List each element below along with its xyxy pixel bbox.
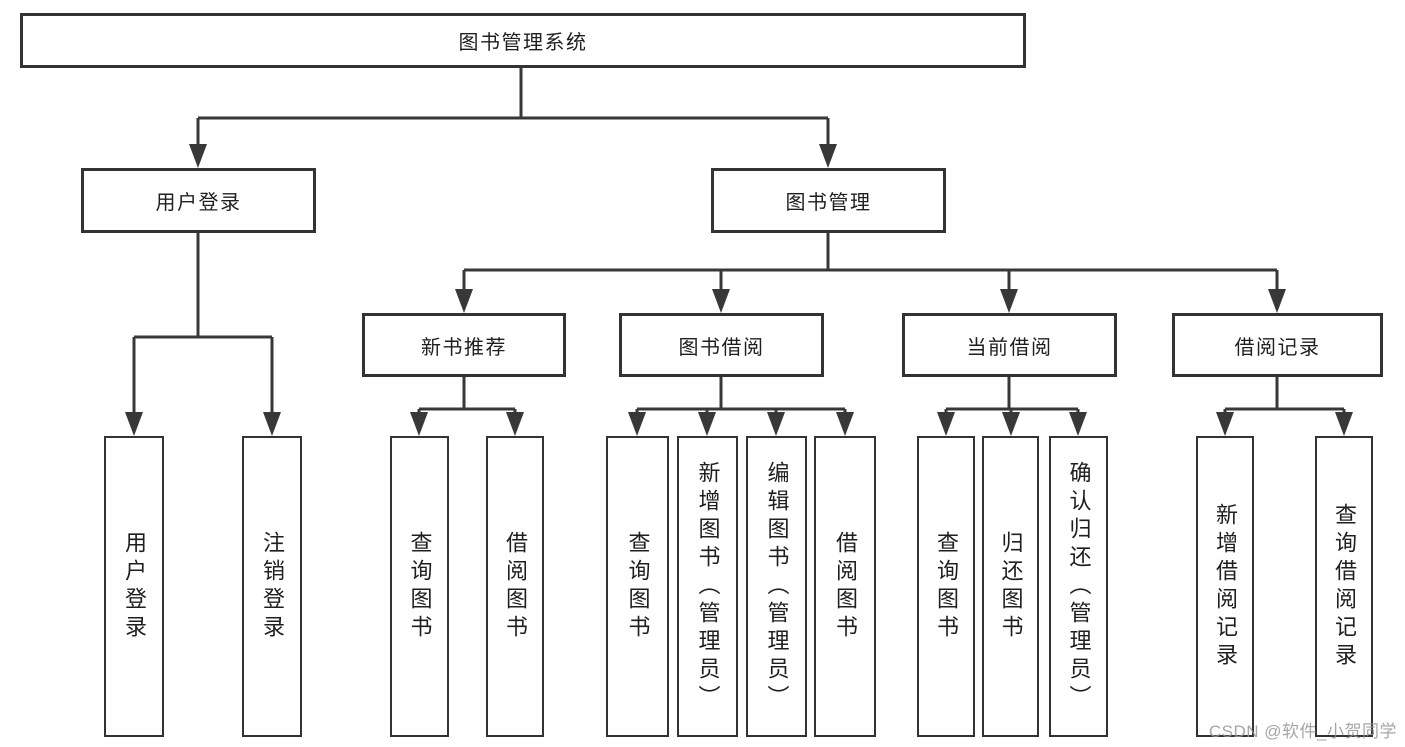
node-book-management-label: 图书管理 [785, 192, 872, 214]
node-leaf-edit-books-admin: 编辑图书（管理员） [746, 436, 807, 737]
node-borrowing-records: 借阅记录 [1172, 313, 1383, 377]
node-root-system: 图书管理系统 [20, 13, 1026, 68]
arrowheads-new-book-rec-children [410, 412, 524, 436]
connector-book-borrow-children [635, 377, 847, 420]
node-leaf-add-books-admin-label: 新增图书（管理员） [695, 460, 721, 713]
arrowheads-level2 [189, 144, 837, 168]
node-book-management: 图书管理 [711, 168, 946, 233]
node-leaf-edit-books-admin-label: 编辑图书（管理员） [764, 460, 790, 713]
node-current-borrowing: 当前借阅 [902, 313, 1117, 377]
node-leaf-query-books-current: 查询图书 [917, 436, 975, 737]
node-book-borrowing-label: 图书借阅 [678, 336, 765, 359]
node-leaf-logout: 注销登录 [242, 436, 302, 737]
connector-user-login-children [132, 233, 274, 420]
node-borrowing-records-label: 借阅记录 [1234, 336, 1321, 359]
node-leaf-borrow-books-rec: 借阅图书 [486, 436, 544, 737]
node-leaf-return-books: 归还图书 [982, 436, 1039, 737]
node-leaf-query-books-borrow-label: 查询图书 [625, 530, 651, 643]
node-user-login-group: 用户登录 [81, 168, 316, 233]
node-new-book-recommend-label: 新书推荐 [421, 336, 507, 359]
node-leaf-add-borrow-record: 新增借阅记录 [1196, 436, 1254, 737]
node-leaf-query-books-borrow: 查询图书 [606, 436, 669, 737]
node-leaf-borrow-books-label: 借阅图书 [833, 530, 858, 643]
node-leaf-borrow-books: 借阅图书 [814, 436, 876, 737]
arrowheads-level3 [455, 289, 1286, 313]
node-leaf-add-borrow-record-label: 新增借阅记录 [1213, 502, 1238, 671]
node-leaf-logout-label: 注销登录 [260, 530, 285, 643]
arrowheads-book-borrow-children [628, 412, 854, 436]
node-leaf-confirm-return-admin-label: 确认归还（管理员） [1066, 460, 1092, 713]
connector-current-borrow-children [944, 377, 1080, 420]
node-current-borrowing-label: 当前借阅 [966, 336, 1053, 359]
csdn-watermark: CSDN @软件_小贺同学 [1208, 722, 1397, 741]
arrowheads-user-login-children [125, 412, 281, 436]
node-leaf-query-borrow-record-label: 查询借阅记录 [1332, 502, 1357, 671]
arrowheads-current-borrow-children [937, 412, 1087, 436]
node-new-book-recommend: 新书推荐 [362, 313, 566, 377]
node-leaf-query-books-current-label: 查询图书 [934, 530, 959, 643]
node-leaf-return-books-label: 归还图书 [998, 530, 1024, 643]
connector-book-mgmt-children [462, 233, 1279, 296]
arrowheads-borrow-records-children [1216, 412, 1353, 436]
node-leaf-add-books-admin: 新增图书（管理员） [677, 436, 738, 737]
node-book-borrowing: 图书借阅 [619, 313, 824, 377]
node-leaf-user-login: 用户登录 [104, 436, 164, 737]
node-leaf-borrow-books-rec-label: 借阅图书 [503, 530, 528, 643]
node-leaf-query-books-rec-label: 查询图书 [407, 530, 433, 643]
node-user-login-group-label: 用户登录 [155, 192, 242, 214]
connector-root-to-level2 [196, 68, 830, 150]
node-leaf-query-borrow-record: 查询借阅记录 [1315, 436, 1373, 737]
node-leaf-confirm-return-admin: 确认归还（管理员） [1049, 436, 1108, 737]
connector-borrow-records-children [1223, 377, 1346, 420]
node-leaf-user-login-label: 用户登录 [122, 530, 147, 643]
connector-new-book-rec-children [417, 377, 517, 420]
node-leaf-query-books-rec: 查询图书 [390, 436, 449, 737]
node-root-system-label: 图书管理系统 [458, 32, 588, 54]
